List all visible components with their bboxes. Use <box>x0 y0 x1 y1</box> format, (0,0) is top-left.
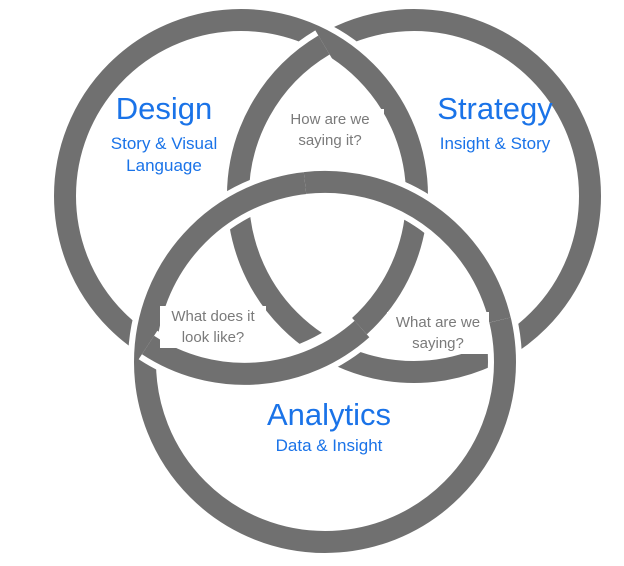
design-title: Design <box>115 91 213 126</box>
design-arc-over <box>141 320 370 385</box>
overlap-ds-line1: How are we <box>276 109 384 130</box>
analytics-title: Analytics <box>266 397 392 432</box>
analytics-label-group: Analytics Data & Insight <box>250 398 408 457</box>
overlap-ds-line2: saying it? <box>276 130 384 151</box>
overlap-design-analytics: What does it look like? <box>160 306 266 348</box>
overlap-da-line1: What does it <box>160 306 266 327</box>
overlap-design-strategy: How are we saying it? <box>276 109 384 151</box>
overlap-strategy-analytics: What are we saying? <box>387 312 489 354</box>
analytics-arc-over <box>303 170 511 323</box>
design-subtitle-line2: Language <box>126 156 202 175</box>
analytics-subtitle: Data & Insight <box>275 436 383 455</box>
design-subtitle-line1: Story & Visual <box>110 134 218 153</box>
strategy-title: Strategy <box>437 91 553 126</box>
strategy-arc-over <box>226 35 330 201</box>
strategy-label-group: Strategy Insight & Story <box>420 92 570 155</box>
design-label-group: Design Story & Visual Language <box>92 92 236 177</box>
overlap-sa-line1: What are we <box>387 312 489 333</box>
overlap-da-line2: look like? <box>160 327 266 348</box>
strategy-subtitle: Insight & Story <box>439 134 551 153</box>
overlap-sa-line2: saying? <box>387 333 489 354</box>
